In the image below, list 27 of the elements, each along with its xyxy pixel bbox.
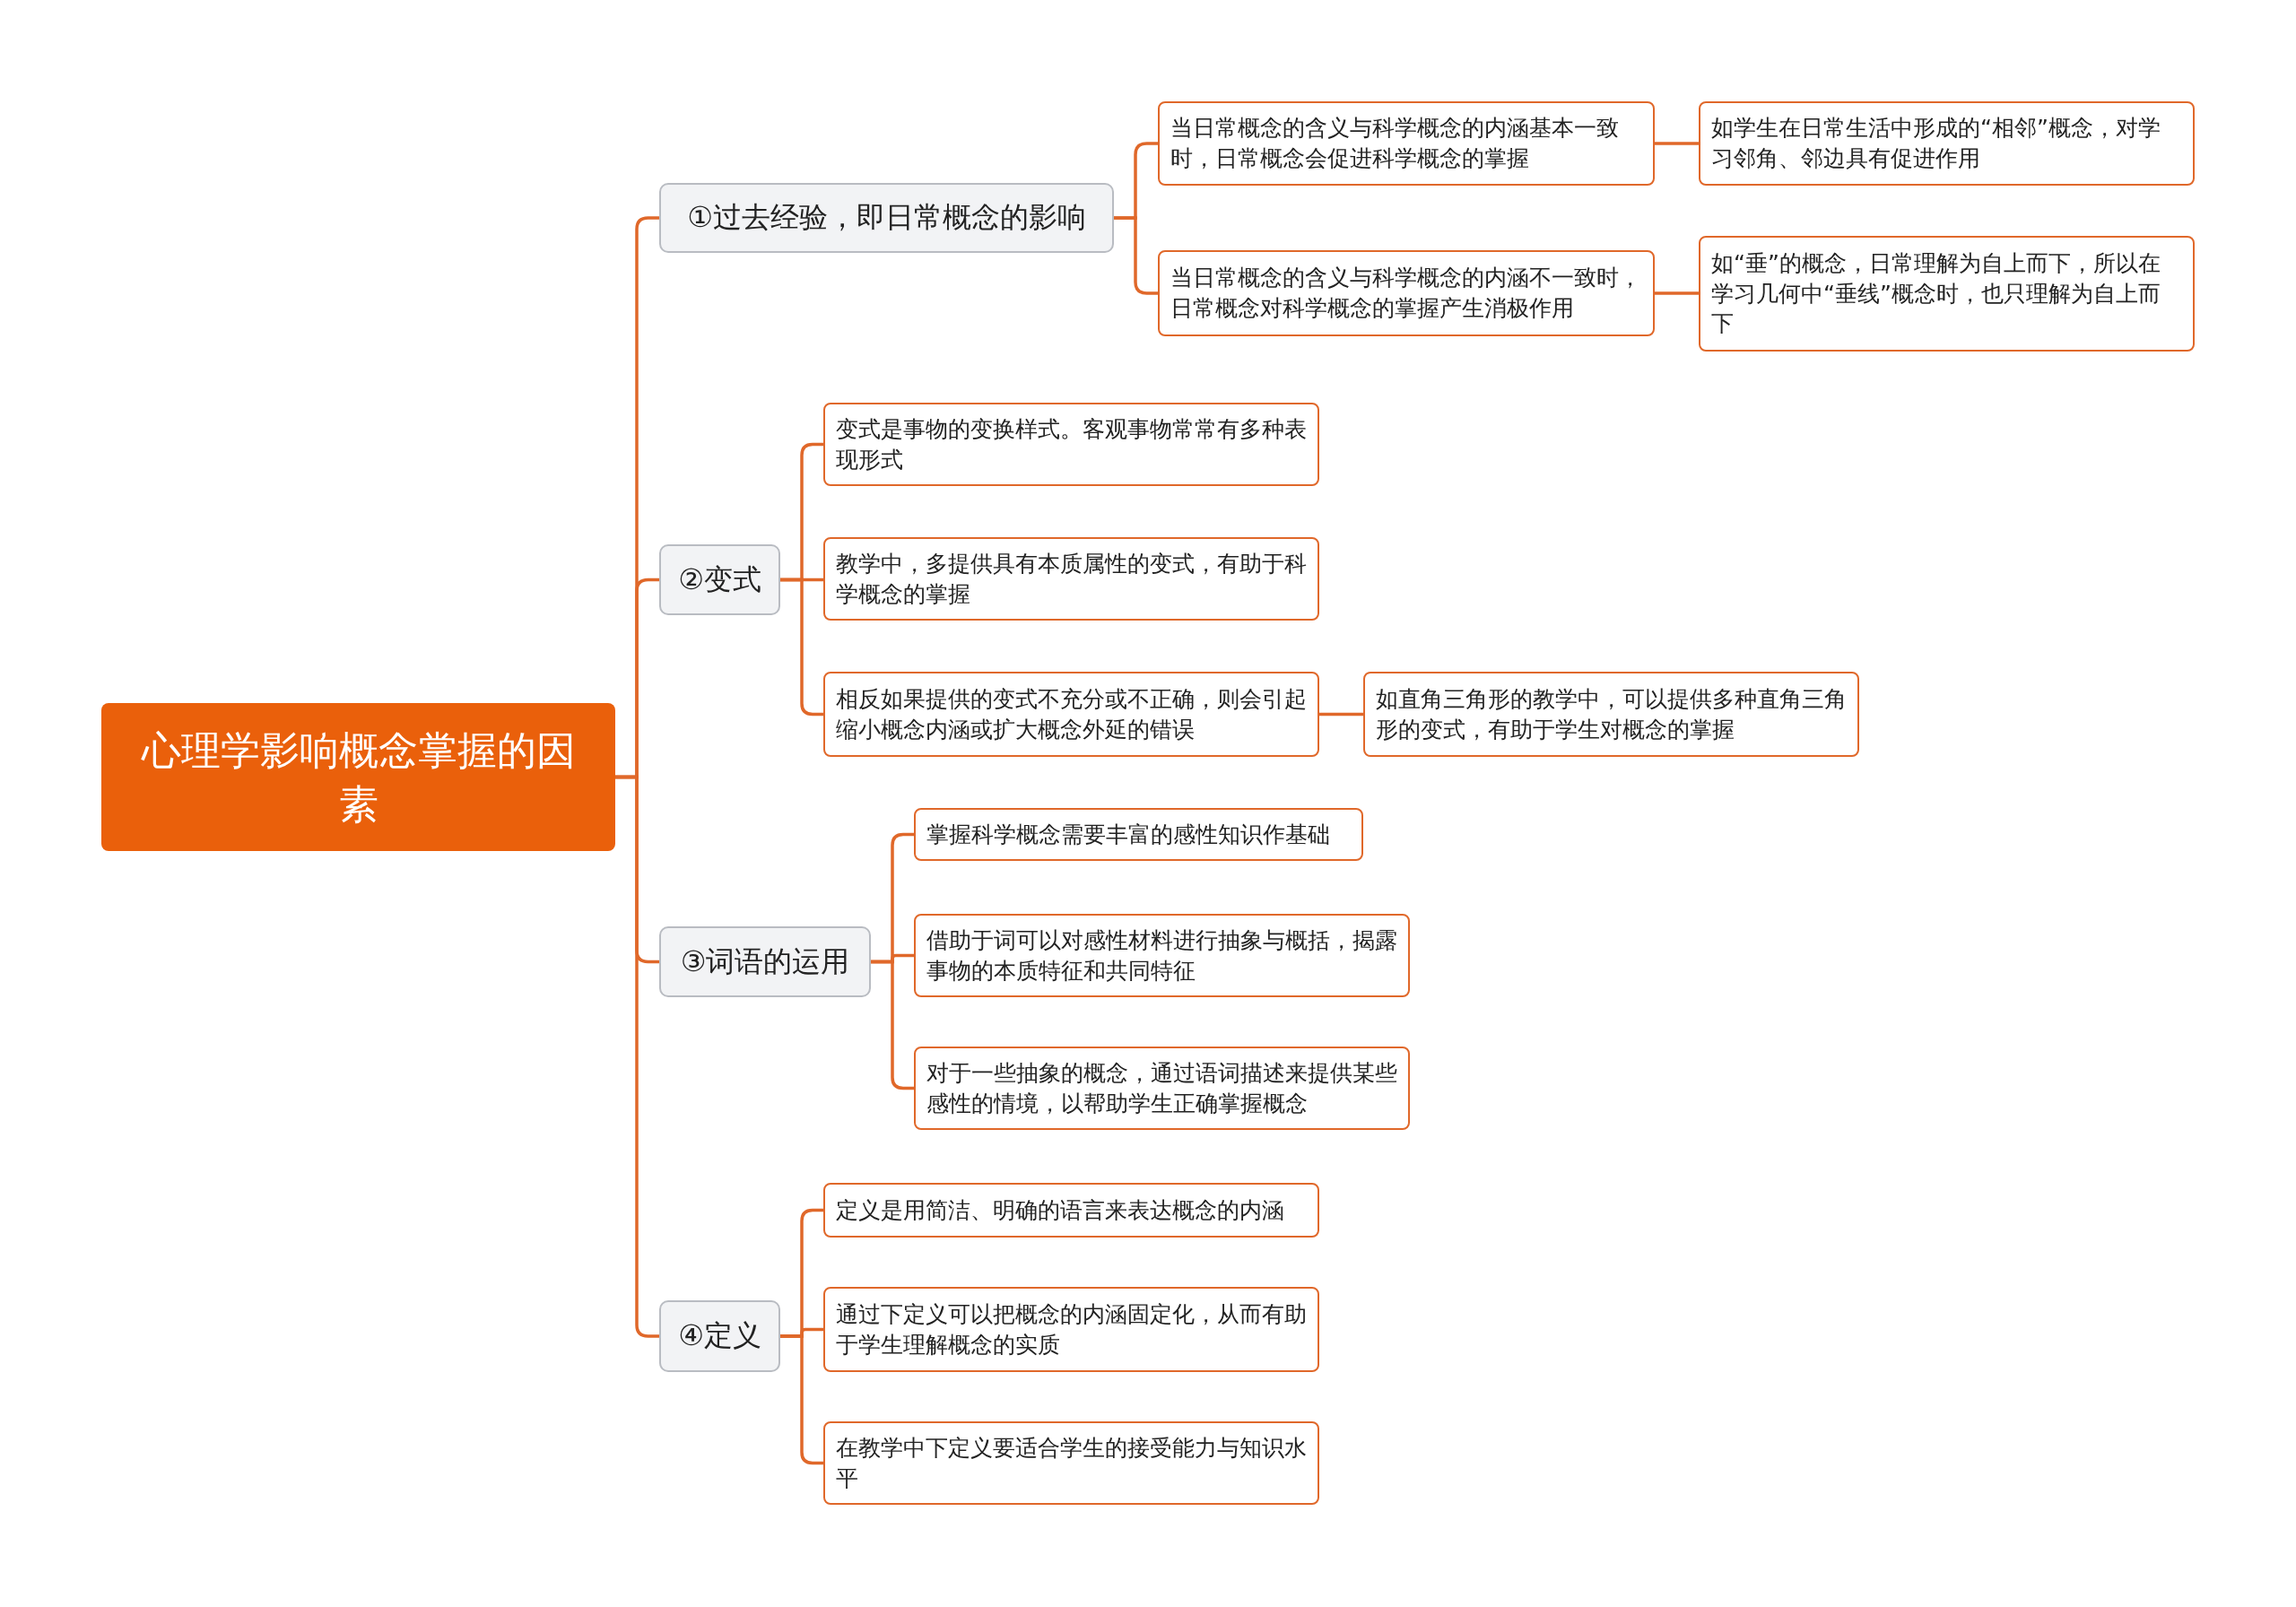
connector-line (615, 775, 659, 1338)
note-box: 如“垂”的概念，日常理解为自上而下，所以在学习几何中“垂线”概念时，也只理解为自上而下 (1699, 236, 2195, 352)
note-box: 变式是事物的变换样式。客观事物常常有多种表现形式 (823, 403, 1319, 486)
topic-box: ②变式 (659, 544, 780, 615)
connector-line (871, 960, 914, 1090)
note-box: 定义是用简洁、明确的语言来表达概念的内涵 (823, 1183, 1319, 1238)
topic-box: ③词语的运用 (659, 926, 871, 997)
connector-line (780, 578, 823, 717)
connector-line (1114, 216, 1158, 295)
note-box: 如学生在日常生活中形成的“相邻”概念，对学习邻角、邻边具有促进作用 (1699, 101, 2195, 186)
note-box: 教学中，多提供具有本质属性的变式，有助于科学概念的掌握 (823, 537, 1319, 621)
connector-line (780, 1334, 823, 1465)
connector-line (1655, 291, 1699, 295)
note-box: 相反如果提供的变式不充分或不正确，则会引起缩小概念内涵或扩大概念外延的错误 (823, 672, 1319, 757)
note-box: 如直角三角形的教学中，可以提供多种直角三角形的变式，有助于学生对概念的掌握 (1363, 672, 1859, 757)
topic-box: ④定义 (659, 1300, 780, 1372)
connector-line (1319, 712, 1363, 717)
root-topic-box: 心理学影响概念掌握的因素 (101, 703, 615, 851)
topic-box: ①过去经验，即日常概念的影响 (659, 183, 1114, 253)
note-box: 通过下定义可以把概念的内涵固定化，从而有助于学生理解概念的实质 (823, 1287, 1319, 1372)
note-box: 在教学中下定义要适合学生的接受能力与知识水平 (823, 1421, 1319, 1505)
connector-line (1655, 142, 1699, 145)
note-box: 当日常概念的含义与科学概念的内涵不一致时，日常概念对科学概念的掌握产生消极作用 (1158, 250, 1655, 336)
note-box: 当日常概念的含义与科学概念的内涵基本一致时，日常概念会促进科学概念的掌握 (1158, 101, 1655, 186)
note-box: 掌握科学概念需要丰富的感性知识作基础 (914, 808, 1363, 861)
note-box: 对于一些抽象的概念，通过语词描述来提供某些感性的情境，以帮助学生正确掌握概念 (914, 1047, 1410, 1130)
note-box: 借助于词可以对感性材料进行抽象与概括，揭露事物的本质特征和共同特征 (914, 914, 1410, 997)
